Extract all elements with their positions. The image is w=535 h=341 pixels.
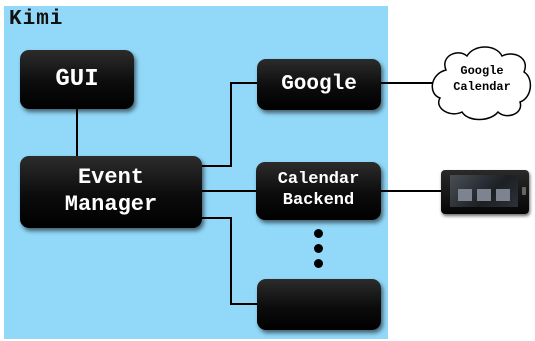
mobile-device-icon xyxy=(441,170,529,214)
calendar-backend-node-label: Calendar Backend xyxy=(277,170,360,210)
screen-thumbnail xyxy=(496,189,510,201)
ellipsis-dot xyxy=(314,259,323,268)
calendar-backend-node: Calendar Backend xyxy=(256,162,381,220)
device-screen xyxy=(450,175,518,207)
google-node-label: Google xyxy=(281,72,357,96)
empty-backend-node xyxy=(257,279,381,330)
device-button xyxy=(522,187,526,195)
panel-title: Kimi xyxy=(9,8,64,31)
google-node: Google xyxy=(257,59,381,110)
ellipsis-dot xyxy=(314,229,323,238)
screen-thumbnail xyxy=(458,189,472,201)
gui-node: GUI xyxy=(20,50,134,109)
event-manager-node-label: Event Manager xyxy=(64,165,158,217)
event-manager-to-empty-line xyxy=(202,217,257,305)
event-manager-node: Event Manager xyxy=(20,156,202,228)
ellipsis-dot xyxy=(314,244,323,253)
cloud-icon xyxy=(431,46,532,121)
event-manager-to-google-line xyxy=(202,82,257,167)
gui-node-label: GUI xyxy=(55,65,99,93)
screen-thumbnail xyxy=(477,189,491,201)
google-calendar-cloud-label: Google Calendar xyxy=(453,64,511,95)
